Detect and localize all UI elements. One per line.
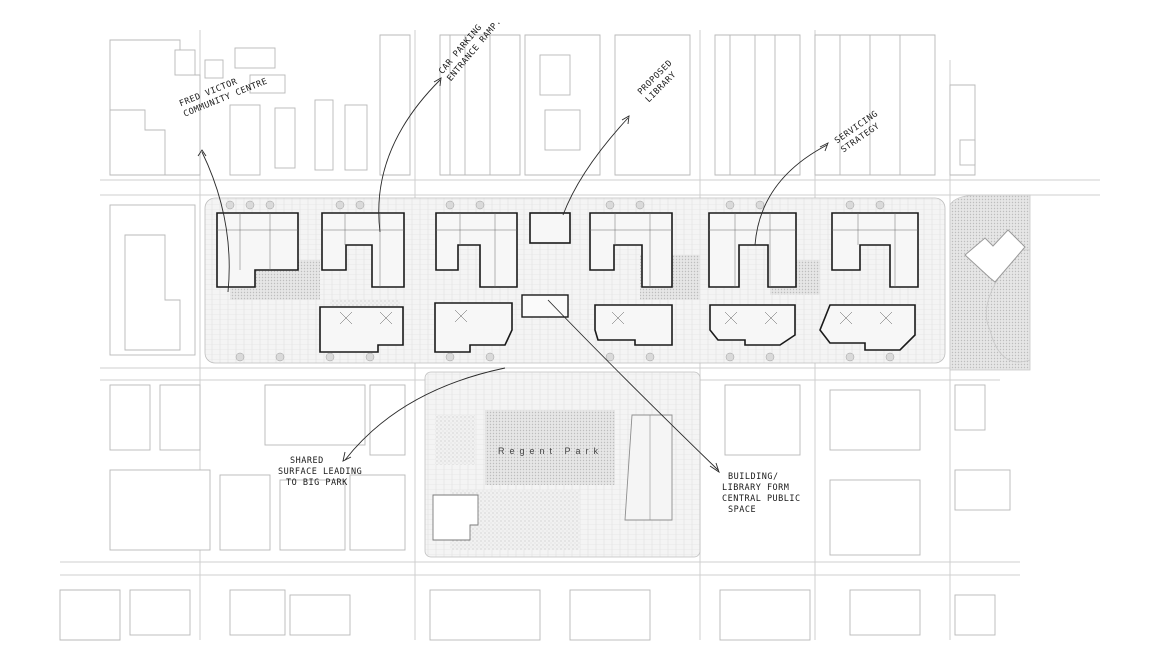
central-pavilion — [521, 294, 569, 318]
unit-divisions — [217, 213, 918, 287]
east-park-building — [949, 194, 1031, 371]
annotation-building-library: Building/ Library Form Central Public Sp… — [722, 472, 801, 516]
context-blocks-north — [109, 34, 976, 176]
annotation-line: Central Public — [722, 494, 801, 504]
street-grid — [60, 30, 1100, 640]
regent-park-label: Regent Park — [498, 446, 604, 456]
annotation-leaders — [197, 77, 829, 474]
regent-park — [424, 371, 701, 558]
annotation-line: Library Form — [722, 483, 790, 493]
context-blocks-south — [59, 384, 1011, 641]
annotation-line: Shared — [290, 456, 324, 466]
proposed-buildings-north — [216, 212, 919, 288]
annotation-line: Building/ — [728, 472, 779, 482]
annotation-line: Surface Leading — [278, 467, 363, 477]
annotation-shared-surface: Shared Surface Leading to Big Park — [278, 456, 362, 489]
annotation-line: Space — [728, 505, 757, 515]
core-markers — [339, 309, 893, 325]
proposed-buildings-south — [319, 302, 916, 353]
street-trees — [225, 200, 895, 362]
annotation-line: to Big Park — [286, 478, 348, 488]
